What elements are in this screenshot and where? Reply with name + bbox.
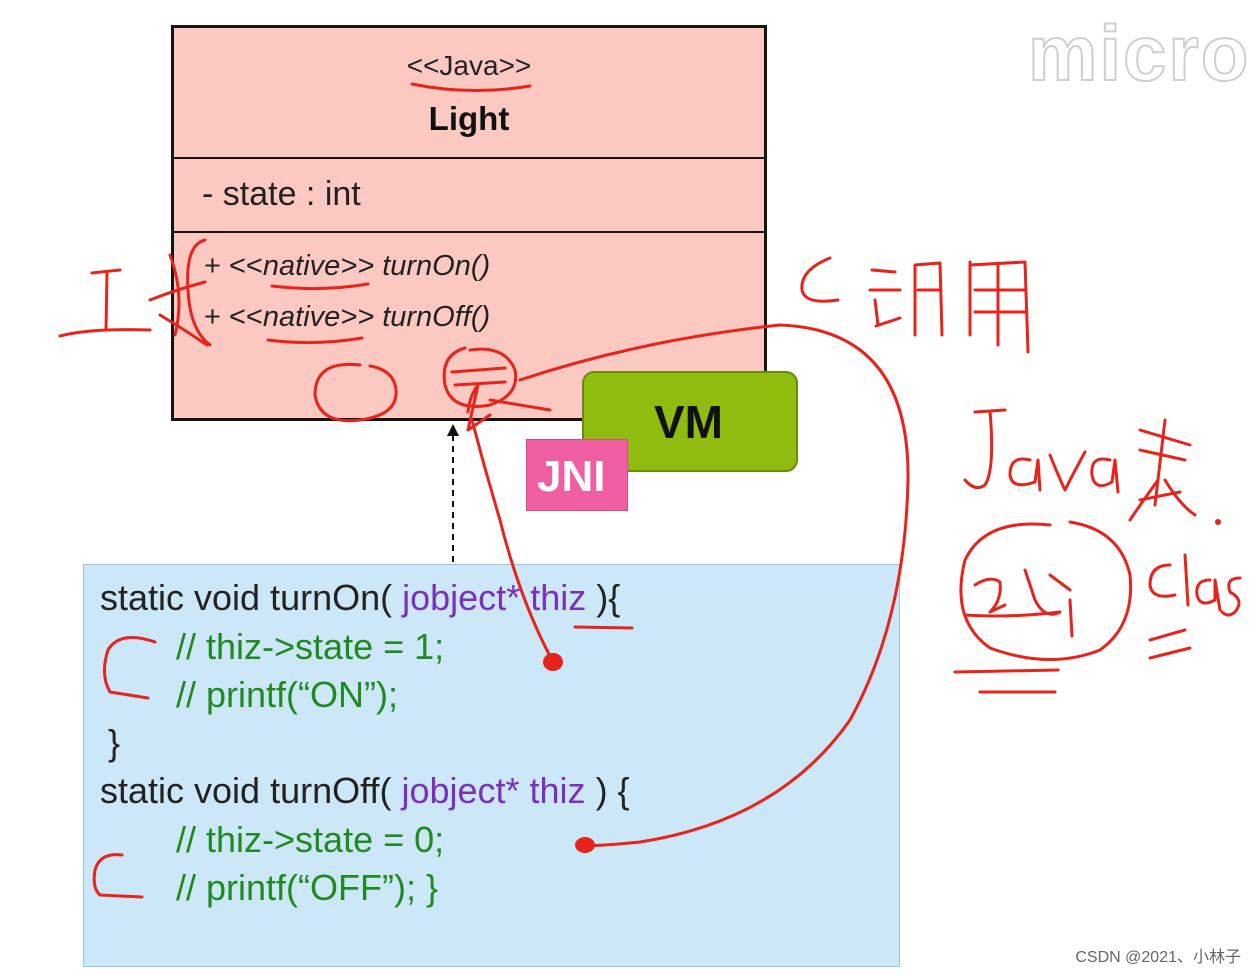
ink-dot-turnoff bbox=[575, 837, 595, 853]
code-line-comment-state-0: // thiz->state = 0; bbox=[176, 819, 445, 860]
code-text: ){ bbox=[586, 577, 621, 618]
code-line-closing-brace: } bbox=[108, 722, 121, 763]
ink-underline-native-1 bbox=[270, 282, 370, 291]
ink-dot-turnon bbox=[543, 653, 563, 671]
jni-box: JNI bbox=[526, 439, 628, 511]
uml-stereotype: <<Java>> bbox=[406, 50, 532, 81]
c-code-box: static void turnOn( jobject* thiz ){ // … bbox=[83, 564, 900, 967]
uml-operation-turnoff: + <<native>> turnOff() bbox=[204, 301, 490, 334]
code-line-comment-printf-off: // printf(“OFF”); } bbox=[176, 867, 439, 908]
dependency-arrow-head bbox=[447, 424, 459, 436]
ink-circle-object bbox=[959, 520, 1133, 662]
ink-underline-java bbox=[410, 82, 532, 93]
uml-operation-turnon: + <<native>> turnOn() bbox=[204, 250, 490, 283]
ink-underline-native-2 bbox=[266, 336, 364, 345]
ink-handwriting-left bbox=[58, 253, 209, 347]
uml-class-name: Light bbox=[428, 100, 510, 137]
credit-text: CSDN @2021、小林子 bbox=[1075, 949, 1241, 966]
op-stereotype: native bbox=[262, 250, 341, 282]
op-name: turnOn() bbox=[382, 250, 491, 282]
uml-header-section: <<Java>> Light bbox=[174, 28, 764, 159]
ink-dot-small bbox=[1215, 519, 1221, 525]
ink-circle-c bbox=[313, 362, 398, 423]
ink-brace-operations bbox=[186, 238, 212, 347]
code-keyword: jobject* thiz bbox=[402, 577, 587, 618]
ink-arrow-vertical bbox=[466, 383, 492, 432]
ink-long-curve bbox=[518, 323, 910, 848]
code-text: static void turnOn( bbox=[100, 577, 403, 618]
ink-equals-marks bbox=[953, 628, 1192, 694]
op-mid: >> bbox=[340, 301, 383, 333]
ink-scribble-symbol bbox=[442, 346, 552, 412]
uml-attribute: - state : int bbox=[202, 175, 361, 213]
ink-c-mark-1 bbox=[103, 636, 157, 700]
op-prefix: + << bbox=[204, 250, 263, 282]
code-line-turnoff-signature: static void turnOff( jobject* thiz ) { bbox=[100, 770, 630, 812]
code-line-turnon-signature: static void turnOn( jobject* thiz ){ bbox=[100, 577, 620, 619]
code-line-comment-state-1: // thiz->state = 1; bbox=[176, 626, 445, 667]
ink-arrow-from-code bbox=[470, 418, 554, 662]
ink-handwriting-class bbox=[1148, 553, 1242, 617]
ink-handwriting-object bbox=[963, 568, 1074, 638]
ink-c-mark-2 bbox=[92, 853, 144, 899]
vm-label: VM bbox=[654, 396, 723, 448]
ink-handwriting-java bbox=[963, 408, 1197, 522]
code-text: static void turnOff( bbox=[100, 770, 402, 811]
code-text: ) { bbox=[585, 770, 630, 811]
vm-box: VM bbox=[582, 371, 798, 472]
op-stereotype: native bbox=[262, 301, 341, 333]
ink-handwriting-c-call bbox=[800, 256, 1030, 354]
watermark-logo: micro bbox=[1027, 8, 1251, 98]
ink-underline-thiz bbox=[573, 625, 634, 630]
code-line-comment-printf-on: // printf(“ON”); bbox=[176, 674, 398, 715]
op-prefix: + << bbox=[204, 301, 263, 333]
jni-label: JNI bbox=[537, 452, 606, 501]
op-name: turnOff() bbox=[382, 301, 491, 333]
uml-attribute-section: - state : int bbox=[174, 157, 764, 233]
op-mid: >> bbox=[340, 250, 383, 282]
code-keyword: jobject* thiz bbox=[401, 770, 586, 811]
